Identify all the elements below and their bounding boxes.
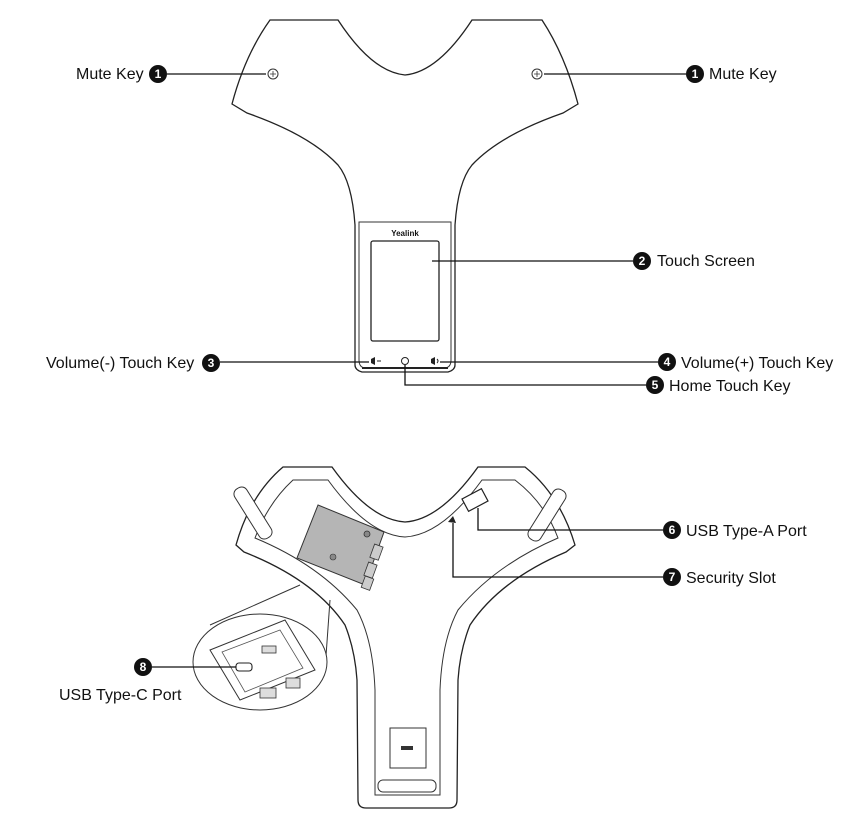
- label-touch-screen: Touch Screen: [657, 253, 755, 270]
- usb-type-a-port[interactable]: [461, 487, 489, 513]
- label-usb-c: USB Type-C Port: [59, 687, 182, 704]
- badge-volume-plus: 4: [664, 355, 671, 369]
- mute-key-left[interactable]: [267, 68, 279, 80]
- badge-usb-a: 6: [669, 523, 676, 537]
- callout-mute-right: 1 Mute Key: [544, 65, 777, 83]
- rear-view: [233, 466, 576, 809]
- callout-usb-c: 8 USB Type-C Port: [59, 658, 236, 704]
- label-security: Security Slot: [686, 570, 776, 587]
- badge-security: 7: [669, 570, 676, 584]
- brand-logo: Yealink: [391, 229, 419, 238]
- callout-touch-screen: 2 Touch Screen: [432, 252, 755, 270]
- badge-mute-right: 1: [692, 67, 699, 81]
- label-volume-plus: Volume(+) Touch Key: [681, 355, 833, 372]
- rear-foot-bottom: [377, 779, 437, 793]
- badge-mute-left: 1: [155, 67, 162, 81]
- touch-screen[interactable]: [370, 240, 440, 342]
- callout-usb-a: 6 USB Type-A Port: [477, 508, 807, 540]
- label-volume-minus: Volume(-) Touch Key: [46, 355, 194, 372]
- callout-security: 7 Security Slot: [452, 523, 776, 587]
- front-body-outline: [231, 19, 579, 373]
- cable-connectors: [360, 543, 384, 591]
- callout-home: 5 Home Touch Key: [404, 365, 791, 395]
- badge-volume-minus: 3: [208, 356, 215, 370]
- badge-touch-screen: 2: [639, 254, 646, 268]
- usb-c-detail-view: [192, 584, 331, 711]
- usb-type-c-port[interactable]: [235, 662, 253, 672]
- mute-key-right[interactable]: [531, 68, 543, 80]
- label-mute-left: Mute Key: [76, 66, 144, 83]
- volume-plus-touch-key[interactable]: [431, 357, 439, 365]
- label-usb-a: USB Type-A Port: [686, 523, 807, 540]
- callout-volume-minus: Volume(-) Touch Key 3: [46, 354, 369, 372]
- label-mute-right: Mute Key: [709, 66, 777, 83]
- security-slot[interactable]: [448, 516, 456, 523]
- badge-home: 5: [652, 378, 659, 392]
- callout-mute-left: Mute Key 1: [76, 65, 266, 83]
- rear-foot-right: [527, 488, 567, 542]
- volume-minus-touch-key[interactable]: [371, 357, 381, 365]
- home-touch-key[interactable]: [401, 357, 409, 365]
- callout-volume-plus: 4 Volume(+) Touch Key: [440, 353, 833, 372]
- rear-inner-contour: [254, 479, 559, 796]
- front-view: Yealink: [231, 19, 579, 373]
- label-home: Home Touch Key: [669, 378, 791, 395]
- badge-usb-c: 8: [140, 660, 147, 674]
- rear-foot-left: [233, 486, 273, 540]
